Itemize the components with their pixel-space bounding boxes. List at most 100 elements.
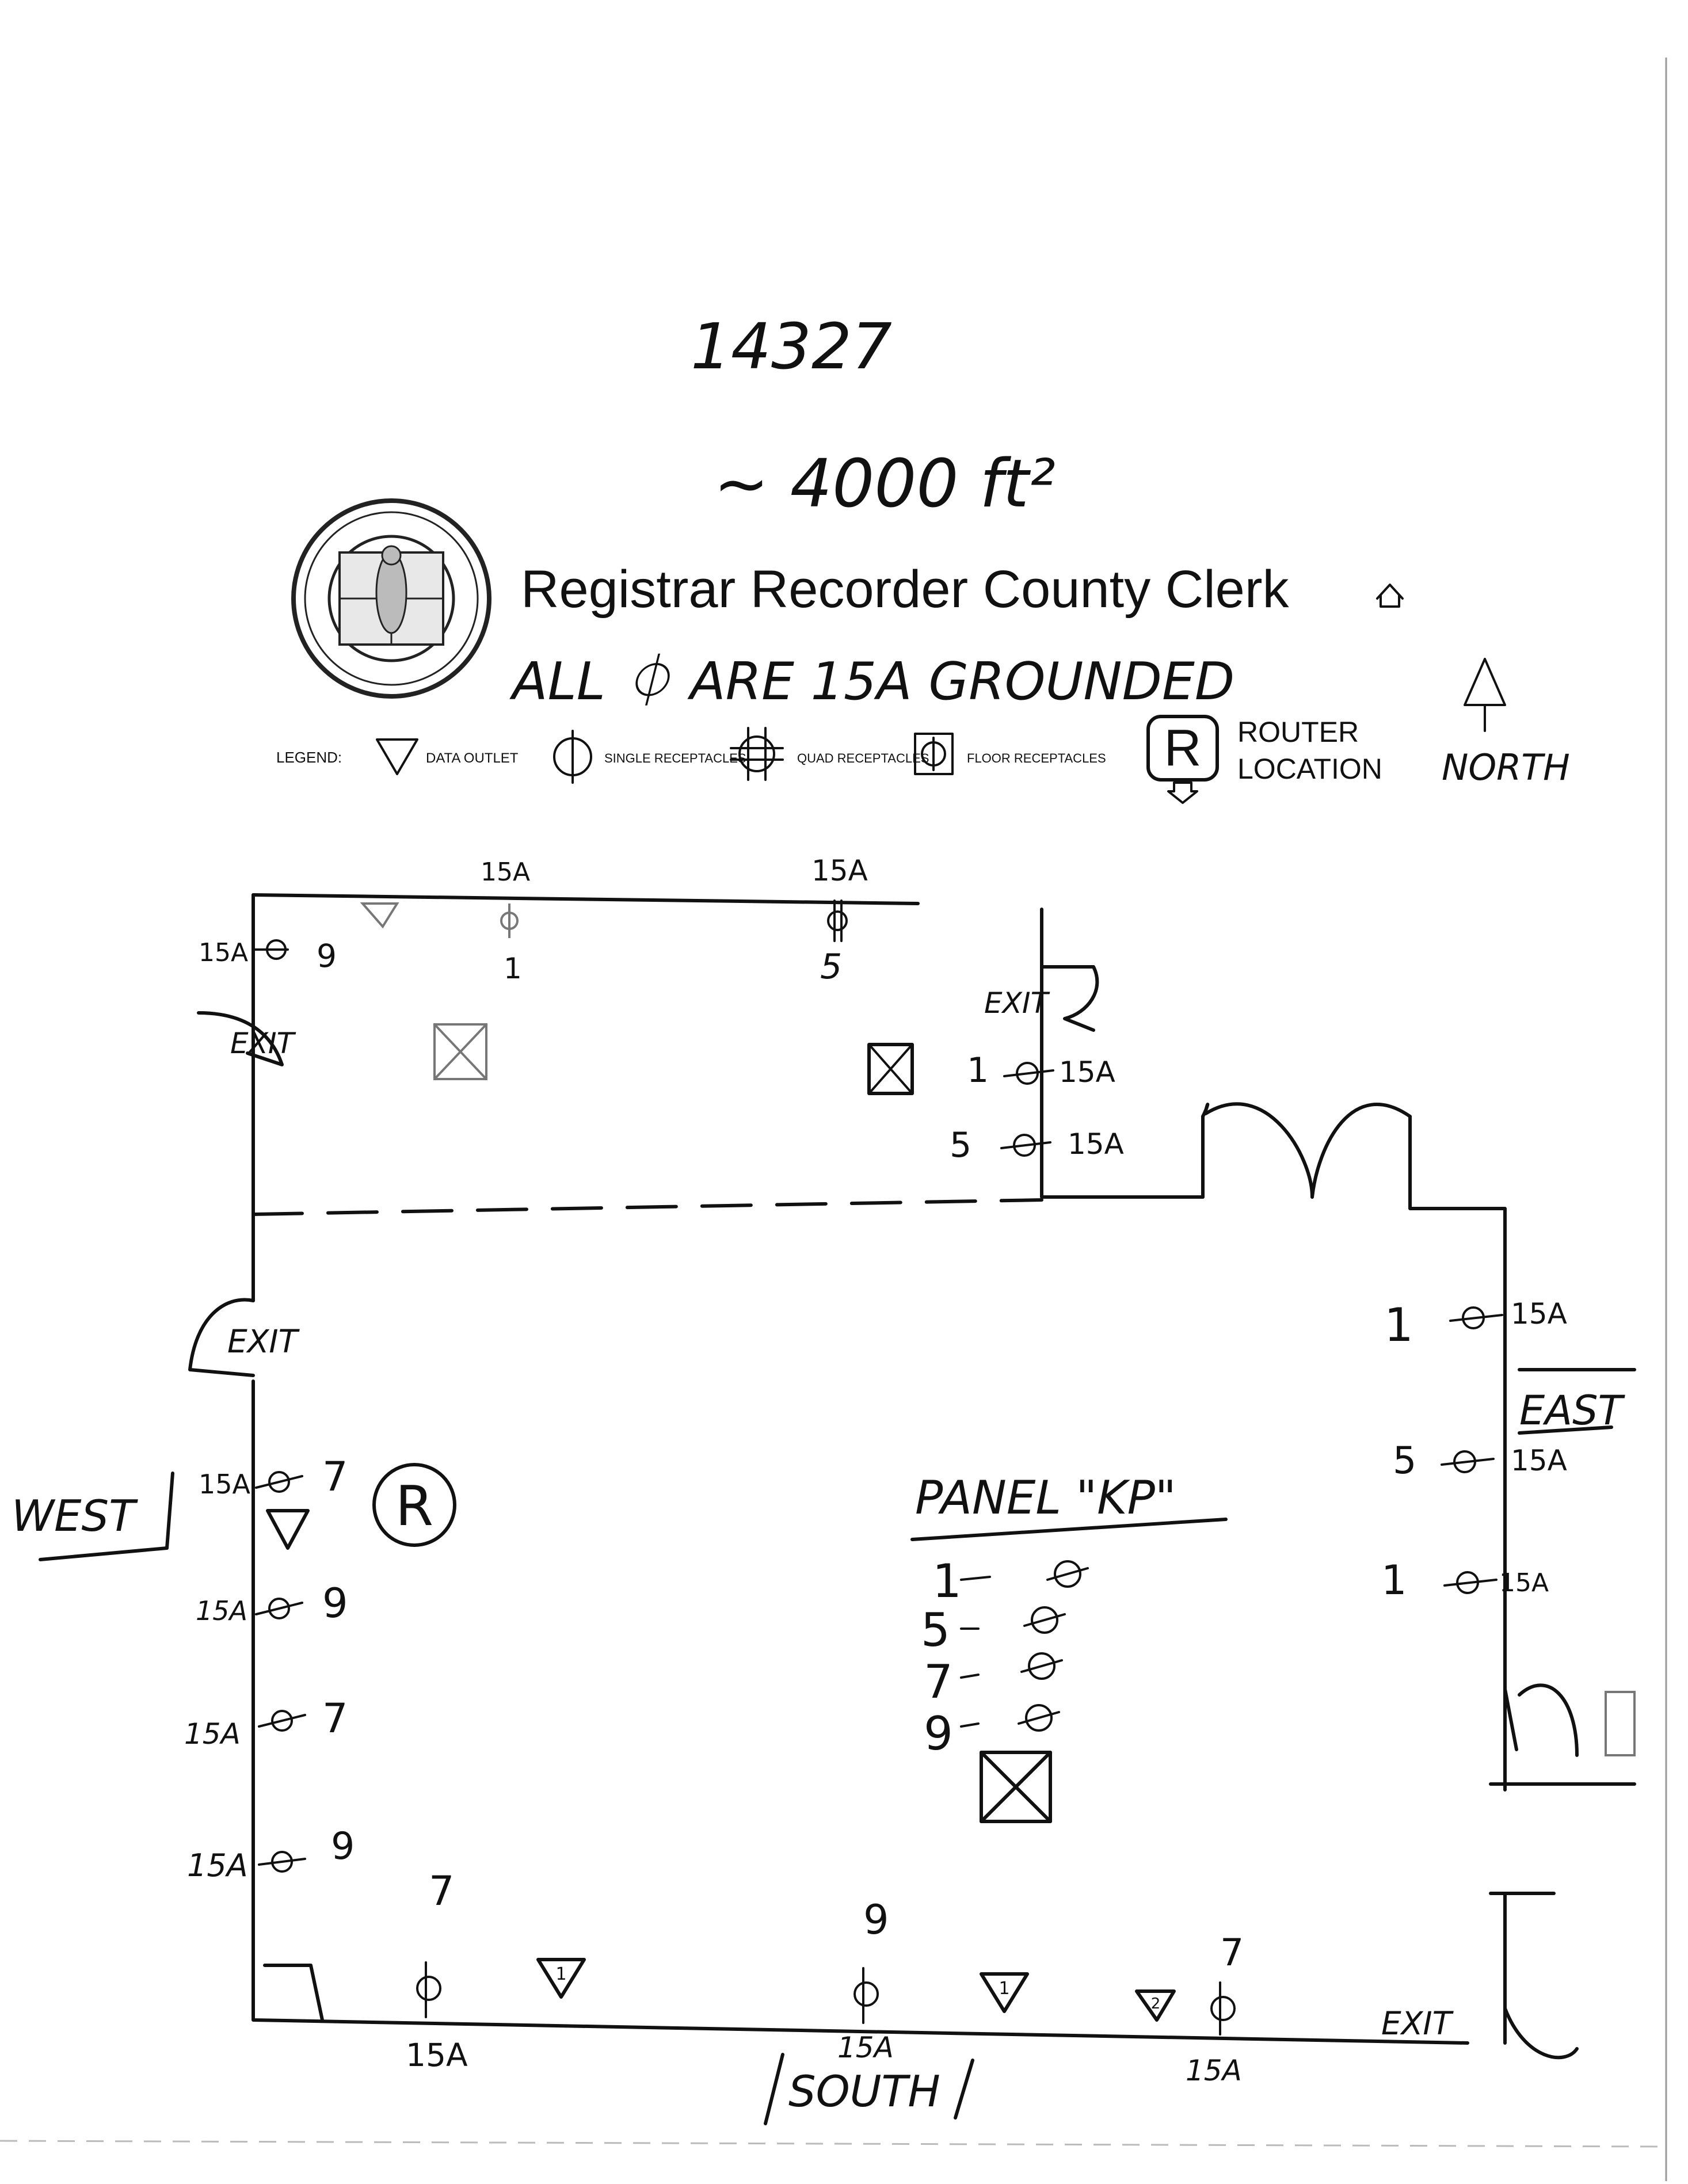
north-arrow-icon bbox=[1464, 658, 1506, 732]
panel-title: PANEL "KP" bbox=[915, 1471, 1176, 1524]
data-outlet-icon: 2 bbox=[1135, 1989, 1176, 2022]
svg-text:R: R bbox=[395, 1475, 433, 1538]
double-door bbox=[1201, 1102, 1412, 1199]
legend-router-location: ROUTER LOCATION bbox=[1237, 716, 1382, 785]
svg-text:9: 9 bbox=[863, 1896, 889, 1943]
door-northwest bbox=[197, 1011, 284, 1066]
wall-receptacle-icon bbox=[500, 904, 519, 938]
inner-east-receptacles: 1 15A 5 15A bbox=[950, 1050, 1124, 1165]
data-outlet-icon bbox=[360, 902, 399, 929]
svg-text:15A: 15A bbox=[481, 857, 530, 887]
svg-text:15A: 15A bbox=[837, 2031, 894, 2064]
svg-text:1: 1 bbox=[1384, 1298, 1413, 1352]
floor-box-panel bbox=[980, 1751, 1052, 1823]
wall-receptacle-icon bbox=[258, 1851, 306, 1873]
svg-text:15A: 15A bbox=[406, 2037, 468, 2074]
panel-circuit-9: 9 bbox=[924, 1707, 953, 1760]
exit-label-west: EXIT bbox=[227, 1323, 300, 1360]
home-icon bbox=[1376, 584, 1404, 608]
svg-text:15A: 15A bbox=[1186, 2054, 1242, 2087]
svg-text:2: 2 bbox=[1151, 1995, 1161, 2013]
wall-receptacle-icon bbox=[1003, 1062, 1054, 1085]
east-wall-receptacles: 1 15A 5 15A 1 15A bbox=[1381, 1297, 1567, 1604]
org-title: Registrar Recorder County Clerk bbox=[521, 560, 1289, 619]
west-wall-receptacles: 15A 7 15A 9 15A 7 15A 9 bbox=[184, 1453, 355, 1884]
floor-plan bbox=[188, 893, 1636, 2060]
cabinet-east bbox=[1605, 1691, 1636, 1756]
panel-circuit-1: 1 bbox=[932, 1554, 962, 1608]
south-label: SOUTH bbox=[788, 2066, 940, 2117]
panel-schedule: PANEL "KP" 1 5 7 9 bbox=[910, 1471, 1228, 1760]
data-outlet-icon bbox=[266, 1509, 310, 1550]
svg-text:9: 9 bbox=[331, 1825, 355, 1868]
legend-floor-receptacle: FLOOR RECEPTACLES bbox=[967, 751, 1106, 765]
grounding-note: ALL ⏀ ARE 15A GROUNDED bbox=[509, 651, 1234, 712]
svg-text:15A: 15A bbox=[196, 1595, 247, 1626]
single-receptacle-icon bbox=[553, 730, 592, 784]
wall-receptacle-icon bbox=[1210, 1981, 1236, 2036]
wall-receptacle-icon bbox=[252, 939, 289, 960]
svg-text:15A: 15A bbox=[1499, 1568, 1549, 1598]
legend: LEGEND: DATA OUTLET SINGLE RECEPTACLES Q… bbox=[276, 658, 1570, 804]
data-outlet-icon: 1 bbox=[536, 1958, 586, 1999]
quad-receptacle-icon bbox=[730, 727, 784, 781]
exit-label-northwest: EXIT bbox=[230, 1027, 296, 1060]
svg-text:1: 1 bbox=[504, 952, 522, 985]
svg-text:5: 5 bbox=[950, 1125, 971, 1165]
svg-text:7: 7 bbox=[1220, 1931, 1244, 1975]
router-icon: R bbox=[1146, 715, 1219, 804]
floor-receptacle-icon bbox=[914, 733, 954, 775]
data-outlet-icon: 1 bbox=[980, 1972, 1029, 2013]
wall-receptacle-icon bbox=[416, 1961, 441, 2018]
exit-label-southeast: EXIT bbox=[1381, 2005, 1454, 2042]
panel-breaker-symbols bbox=[960, 1560, 1089, 1732]
svg-text:15A: 15A bbox=[1511, 1444, 1567, 1477]
svg-text:7: 7 bbox=[322, 1695, 348, 1742]
door-east bbox=[1503, 1683, 1579, 1757]
legend-quad-receptacle: QUAD RECEPTACLES bbox=[797, 751, 929, 765]
svg-text:R: R bbox=[1164, 719, 1202, 777]
wall-receptacle-icon bbox=[255, 1598, 303, 1619]
floor-box-north bbox=[867, 1043, 914, 1095]
svg-text:15A: 15A bbox=[1068, 1127, 1124, 1161]
wall-receptacle-icon bbox=[255, 1471, 303, 1493]
wall-receptacle-icon bbox=[1000, 1134, 1051, 1157]
west-label: WEST bbox=[12, 1491, 138, 1541]
svg-text:15A: 15A bbox=[184, 1717, 241, 1751]
wall-receptacle-icon bbox=[1443, 1571, 1498, 1594]
svg-text:15A: 15A bbox=[1511, 1297, 1567, 1331]
svg-text:7: 7 bbox=[429, 1867, 455, 1915]
svg-text:1: 1 bbox=[967, 1050, 989, 1091]
svg-text:1: 1 bbox=[1381, 1557, 1407, 1604]
svg-text:15A: 15A bbox=[1059, 1055, 1115, 1089]
svg-text:15A: 15A bbox=[811, 854, 868, 887]
data-outlet-icon bbox=[376, 738, 418, 775]
door-southwest bbox=[263, 1964, 324, 2022]
door-west bbox=[188, 1298, 255, 1377]
svg-text:9: 9 bbox=[317, 937, 337, 974]
area-note: ~ 4000 ft² bbox=[714, 445, 1056, 523]
panel-circuit-7: 7 bbox=[924, 1655, 953, 1709]
legend-label: LEGEND: bbox=[276, 749, 342, 766]
wall-receptacle-icon bbox=[853, 1967, 879, 2024]
wall-receptacle-icon bbox=[1441, 1450, 1495, 1473]
svg-text:15A: 15A bbox=[199, 938, 248, 967]
svg-text:9: 9 bbox=[322, 1580, 348, 1627]
router-location: R bbox=[372, 1463, 456, 1547]
svg-text:5: 5 bbox=[820, 947, 842, 987]
legend-data-outlet: DATA OUTLET bbox=[426, 750, 519, 766]
svg-text:1: 1 bbox=[999, 1979, 1009, 1999]
svg-text:7: 7 bbox=[322, 1453, 348, 1500]
door-north-exit bbox=[1040, 965, 1099, 1032]
panel-circuit-5: 5 bbox=[921, 1603, 950, 1657]
job-number: 14327 bbox=[691, 310, 892, 383]
svg-text:15A: 15A bbox=[199, 1469, 251, 1500]
svg-text:5: 5 bbox=[1393, 1439, 1416, 1482]
door-southeast bbox=[1503, 2007, 1579, 2060]
floor-box-north-faint bbox=[433, 1023, 487, 1080]
north-wall-receptacles: 15A 9 15A 1 15A 5 bbox=[199, 854, 868, 987]
wall-receptacle-icon bbox=[258, 1710, 306, 1732]
south-wall-receptacles: 7 15A 9 15A 7 15A 1 1 2 bbox=[406, 1867, 1244, 2087]
wall-receptacle-icon bbox=[1449, 1306, 1503, 1329]
